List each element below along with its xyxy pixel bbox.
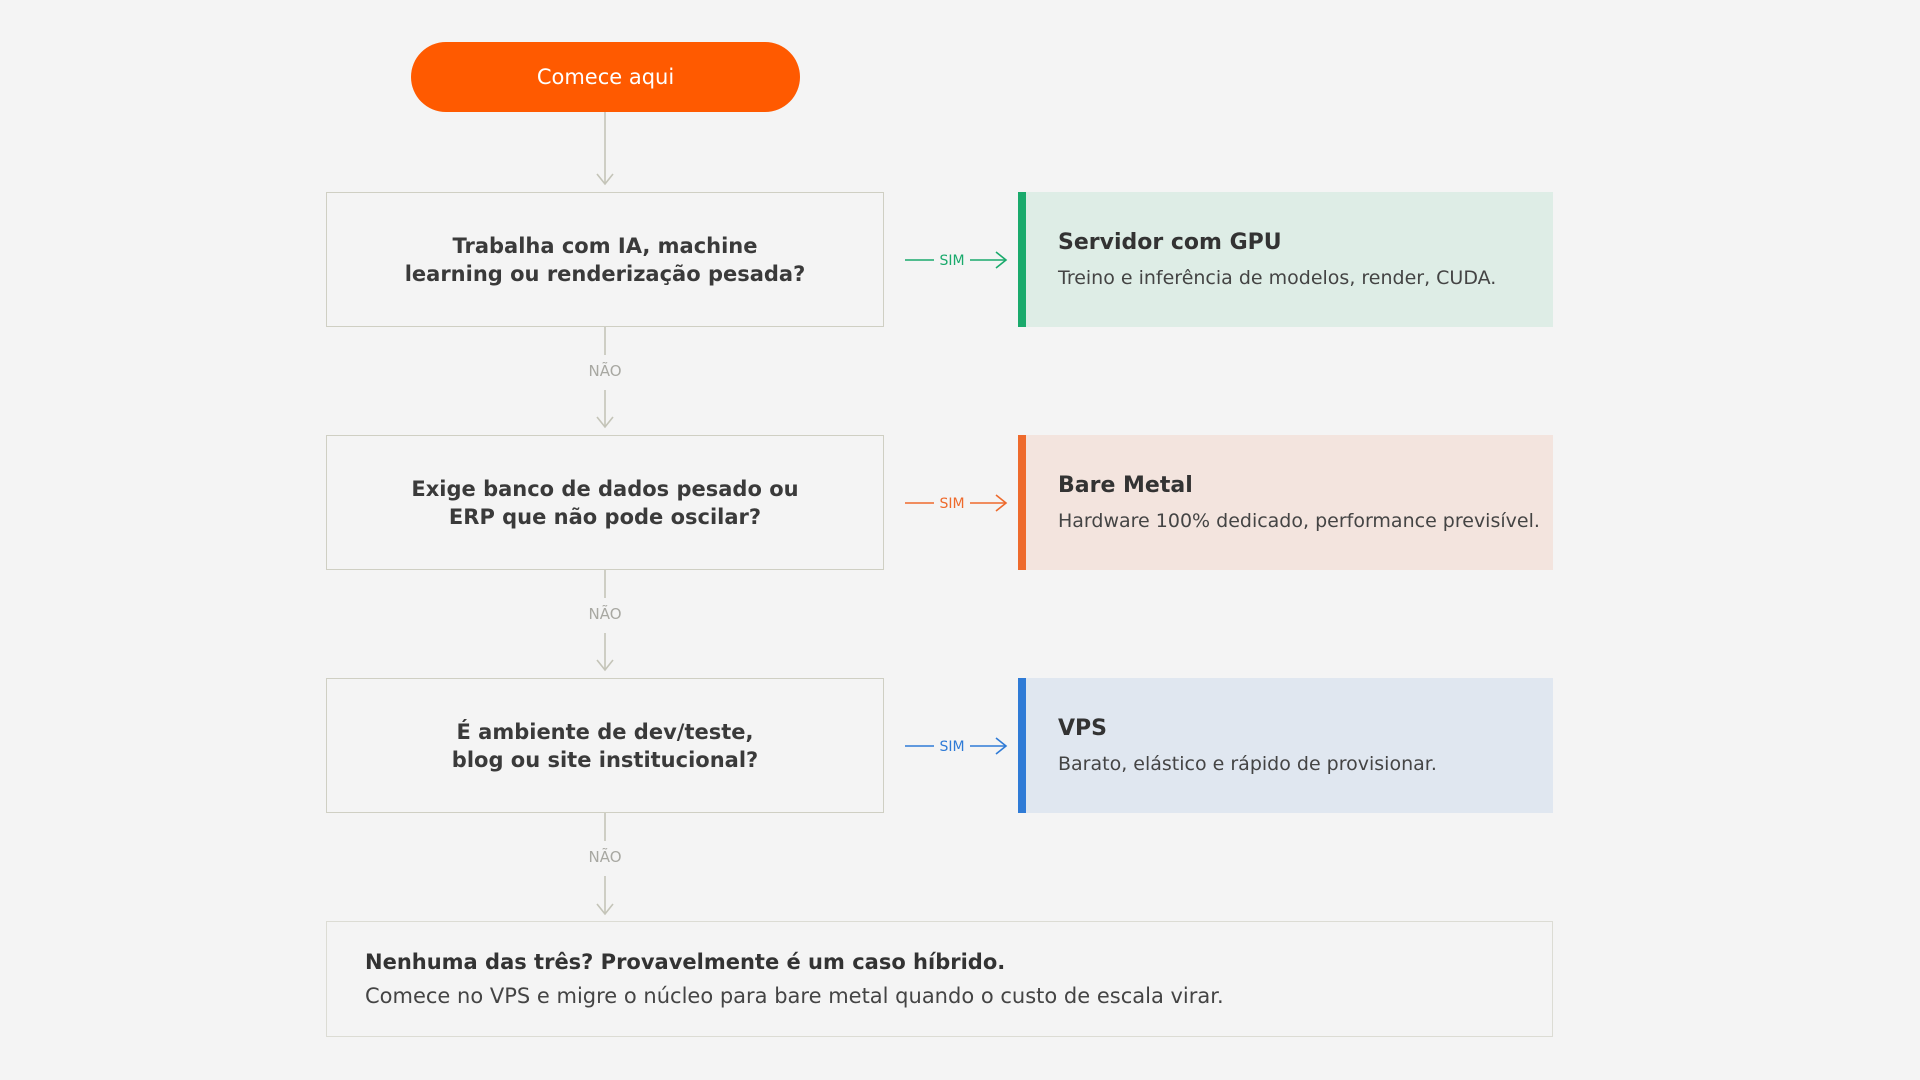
question-box-3: É ambiente de dev/teste, blog ou site in… bbox=[326, 678, 884, 813]
vertical-connectors bbox=[596, 112, 614, 916]
question-2-line-2: ERP que não pode oscilar? bbox=[448, 504, 762, 529]
connector-yes-2 bbox=[905, 494, 1008, 512]
accent-bar bbox=[1018, 192, 1026, 327]
no-label-1: NÃO bbox=[588, 362, 622, 380]
final-note-title: Nenhuma das três? Provavelmente é um cas… bbox=[365, 950, 1006, 974]
yes-label-3: SIM bbox=[935, 739, 969, 755]
result-title: Servidor com GPU bbox=[1058, 230, 1282, 255]
result-card-bare-metal: Bare Metal Hardware 100% dedicado, perfo… bbox=[1018, 435, 1553, 570]
accent-bar bbox=[1018, 678, 1026, 813]
result-description: Treino e inferência de modelos, render, … bbox=[1058, 267, 1497, 289]
yes-label-2: SIM bbox=[935, 496, 969, 512]
question-3-line-1: É ambiente de dev/teste, bbox=[456, 719, 754, 744]
no-label-3: NÃO bbox=[588, 848, 622, 866]
accent-bar bbox=[1018, 435, 1026, 570]
question-1-line-2: learning ou renderização pesada? bbox=[404, 261, 806, 286]
question-box-2: Exige banco de dados pesado ou ERP que n… bbox=[326, 435, 884, 570]
connector-arrowhead bbox=[596, 903, 614, 916]
result-card-gpu: Servidor com GPU Treino e inferência de … bbox=[1018, 192, 1553, 327]
connector-yes-3 bbox=[905, 737, 1008, 755]
start-node: Comece aqui bbox=[411, 42, 800, 112]
connector-arrowhead bbox=[596, 173, 614, 186]
result-title: VPS bbox=[1058, 716, 1107, 741]
final-note: Nenhuma das três? Provavelmente é um cas… bbox=[326, 921, 1553, 1037]
connector-arrowhead bbox=[596, 659, 614, 672]
result-title: Bare Metal bbox=[1058, 473, 1193, 498]
question-3-line-2: blog ou site institucional? bbox=[451, 747, 759, 772]
no-label-2: NÃO bbox=[588, 605, 622, 623]
final-note-description: Comece no VPS e migre o núcleo para bare… bbox=[365, 984, 1224, 1008]
result-description: Hardware 100% dedicado, performance prev… bbox=[1058, 510, 1540, 532]
connector-arrowhead bbox=[596, 416, 614, 429]
question-2-line-1: Exige banco de dados pesado ou bbox=[411, 476, 799, 501]
question-box-1: Trabalha com IA, machine learning ou ren… bbox=[326, 192, 884, 327]
connector-yes-1 bbox=[905, 251, 1008, 269]
result-card-vps: VPS Barato, elástico e rápido de provisi… bbox=[1018, 678, 1553, 813]
horizontal-connectors bbox=[905, 251, 1008, 755]
question-1-line-1: Trabalha com IA, machine bbox=[452, 233, 758, 258]
start-label: Comece aqui bbox=[536, 65, 675, 89]
yes-label-1: SIM bbox=[935, 253, 969, 269]
result-description: Barato, elástico e rápido de provisionar… bbox=[1058, 753, 1437, 775]
